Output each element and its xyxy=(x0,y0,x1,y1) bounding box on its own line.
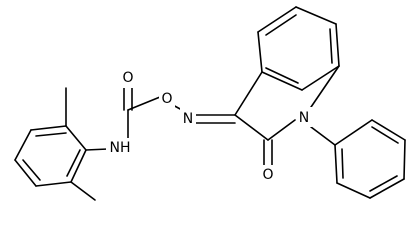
bond xyxy=(14,159,37,187)
bond xyxy=(329,28,333,64)
atom-o-carbamate: O xyxy=(120,68,136,88)
bond xyxy=(35,181,72,187)
bond xyxy=(35,132,67,137)
bond xyxy=(341,148,344,179)
bond xyxy=(265,67,299,84)
bond xyxy=(14,129,32,161)
bond xyxy=(22,159,41,181)
atom-nh-amide: NH xyxy=(106,138,134,158)
bond xyxy=(310,126,336,146)
bond xyxy=(301,65,340,91)
bond xyxy=(334,144,338,184)
bond xyxy=(295,6,337,25)
bond xyxy=(85,148,109,151)
atom-o-carbonyl: O xyxy=(260,165,276,185)
bond xyxy=(267,119,296,141)
bond xyxy=(30,125,67,131)
structure-diagram: N O N O O NH xyxy=(14,6,406,201)
atom-label-o-carbamate: O xyxy=(122,70,133,86)
bond xyxy=(261,71,303,91)
bond xyxy=(371,119,406,141)
bond xyxy=(335,23,340,67)
bond xyxy=(234,114,269,141)
atom-label-o-oxime: O xyxy=(161,91,172,107)
bond xyxy=(369,178,405,199)
bond xyxy=(257,31,263,73)
bond xyxy=(403,139,406,180)
bond xyxy=(234,71,263,116)
atom-label-nh-amide: NH xyxy=(110,140,131,156)
bond xyxy=(127,96,161,111)
molecule-canvas: N O N O O NH xyxy=(14,6,406,201)
bond xyxy=(369,175,398,192)
atom-n-indole: N xyxy=(296,107,312,127)
bond xyxy=(308,65,340,111)
bond xyxy=(265,14,297,36)
bond xyxy=(257,6,297,33)
bond xyxy=(66,149,81,177)
bond xyxy=(70,149,87,183)
bond xyxy=(336,182,371,199)
bond xyxy=(371,126,399,144)
atom-n-oxime: N xyxy=(180,108,196,128)
bond xyxy=(70,181,96,201)
bond xyxy=(334,119,373,146)
atom-label-n-indole: N xyxy=(299,110,309,126)
bonds xyxy=(14,6,406,201)
bond xyxy=(65,125,87,151)
atom-o-oxime: O xyxy=(159,89,175,109)
atom-label-o-carbonyl: O xyxy=(262,167,273,183)
atom-labels: N O N O O NH xyxy=(106,68,312,185)
atom-label-n-oxime: N xyxy=(183,111,193,127)
